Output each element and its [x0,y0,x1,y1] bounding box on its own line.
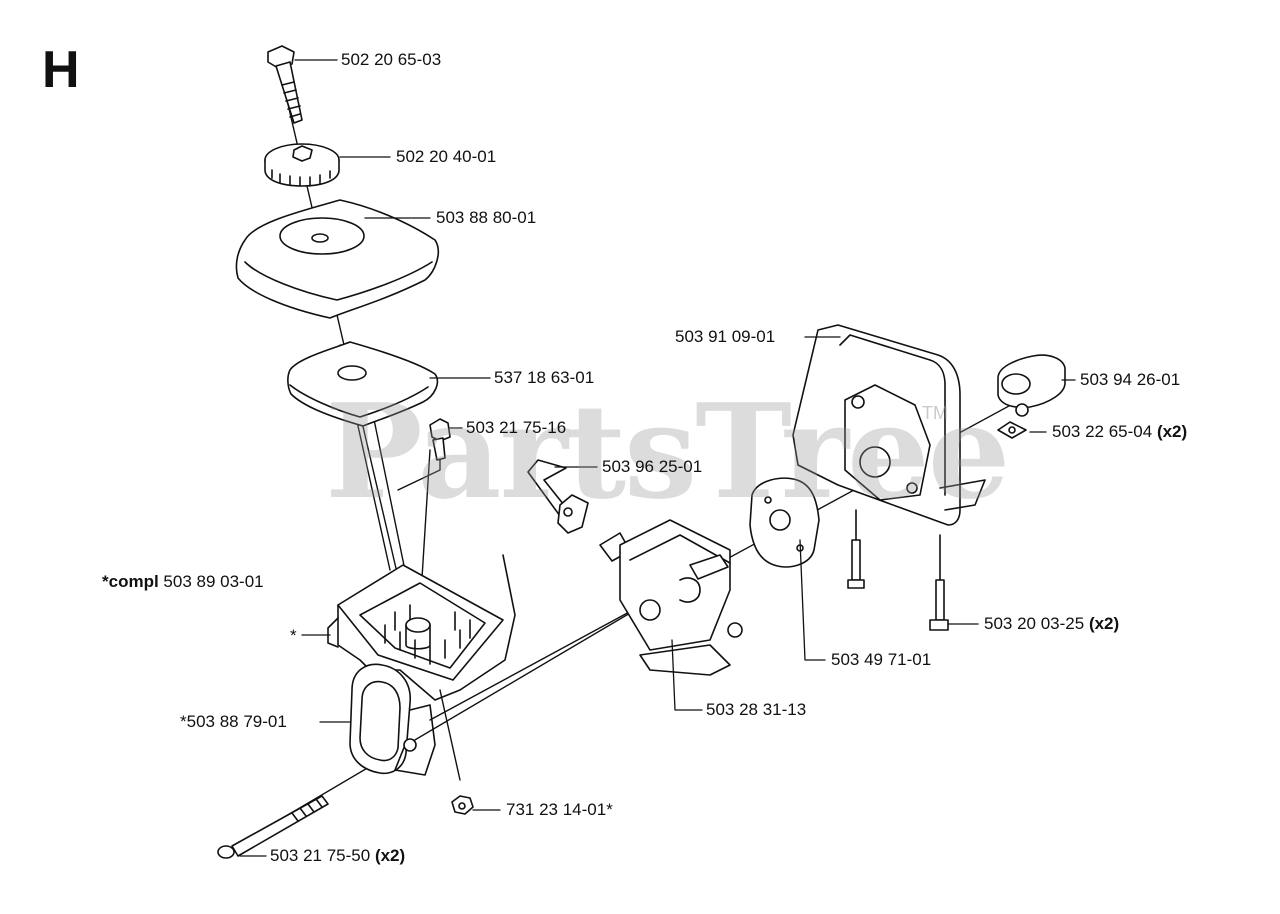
intake-adapter [792,324,986,526]
part-label-502-20-40-01[interactable]: 502 20 40-01 [396,147,497,166]
part-label-503-91-09-01[interactable]: 503 91 09-01 [675,327,776,346]
cover-knob [264,143,340,187]
part-label-502-20-65-03[interactable]: 502 20 65-03 [341,50,442,69]
filter-element [287,341,439,427]
filter-housing [327,554,516,701]
part-label-503-49-71-01[interactable]: 503 49 71-01 [831,650,932,669]
filter-cover [235,199,440,319]
leader-lines [239,59,1076,857]
filter-screw [429,418,451,461]
rubber-buffer [349,663,436,776]
long-bolt [217,795,329,859]
part-label-503-96-25-01[interactable]: 503 96 25-01 [602,457,703,476]
part-label-537-18-63-01[interactable]: 537 18 63-01 [494,368,595,387]
watermark-text: PartsTree [325,375,1010,528]
carburetor [557,494,743,676]
part-label-503-88-80-01[interactable]: 503 88 80-01 [436,208,537,227]
part-label-503-94-26-01[interactable]: 503 94 26-01 [1080,370,1181,389]
part-label-503-89-03-01[interactable]: *compl 503 89 03-01 [102,572,264,591]
section-letter: H [42,41,80,99]
part-label-asterisk[interactable]: * [290,626,297,645]
small-washer [997,421,1027,439]
part-label-503-22-65-04[interactable]: 503 22 65-04 (x2) [1052,422,1188,441]
part-label-503-21-75-50[interactable]: 503 21 75-50 (x2) [270,846,406,865]
part-label-503-28-31-13[interactable]: 503 28 31-13 [706,700,807,719]
impulse-nipple [997,354,1066,417]
part-label-503-20-03-25[interactable]: 503 20 03-25 (x2) [984,614,1120,633]
part-label-731-23-14-01[interactable]: 731 23 14-01* [506,800,613,819]
part-label-503-88-79-01[interactable]: *503 88 79-01 [180,712,287,731]
part-label-503-21-75-16[interactable]: 503 21 75-16 [466,418,567,437]
hex-nut [451,795,474,815]
mount-screws [847,509,949,631]
watermark-tm: TM [922,403,948,423]
top-bolt [267,45,303,124]
